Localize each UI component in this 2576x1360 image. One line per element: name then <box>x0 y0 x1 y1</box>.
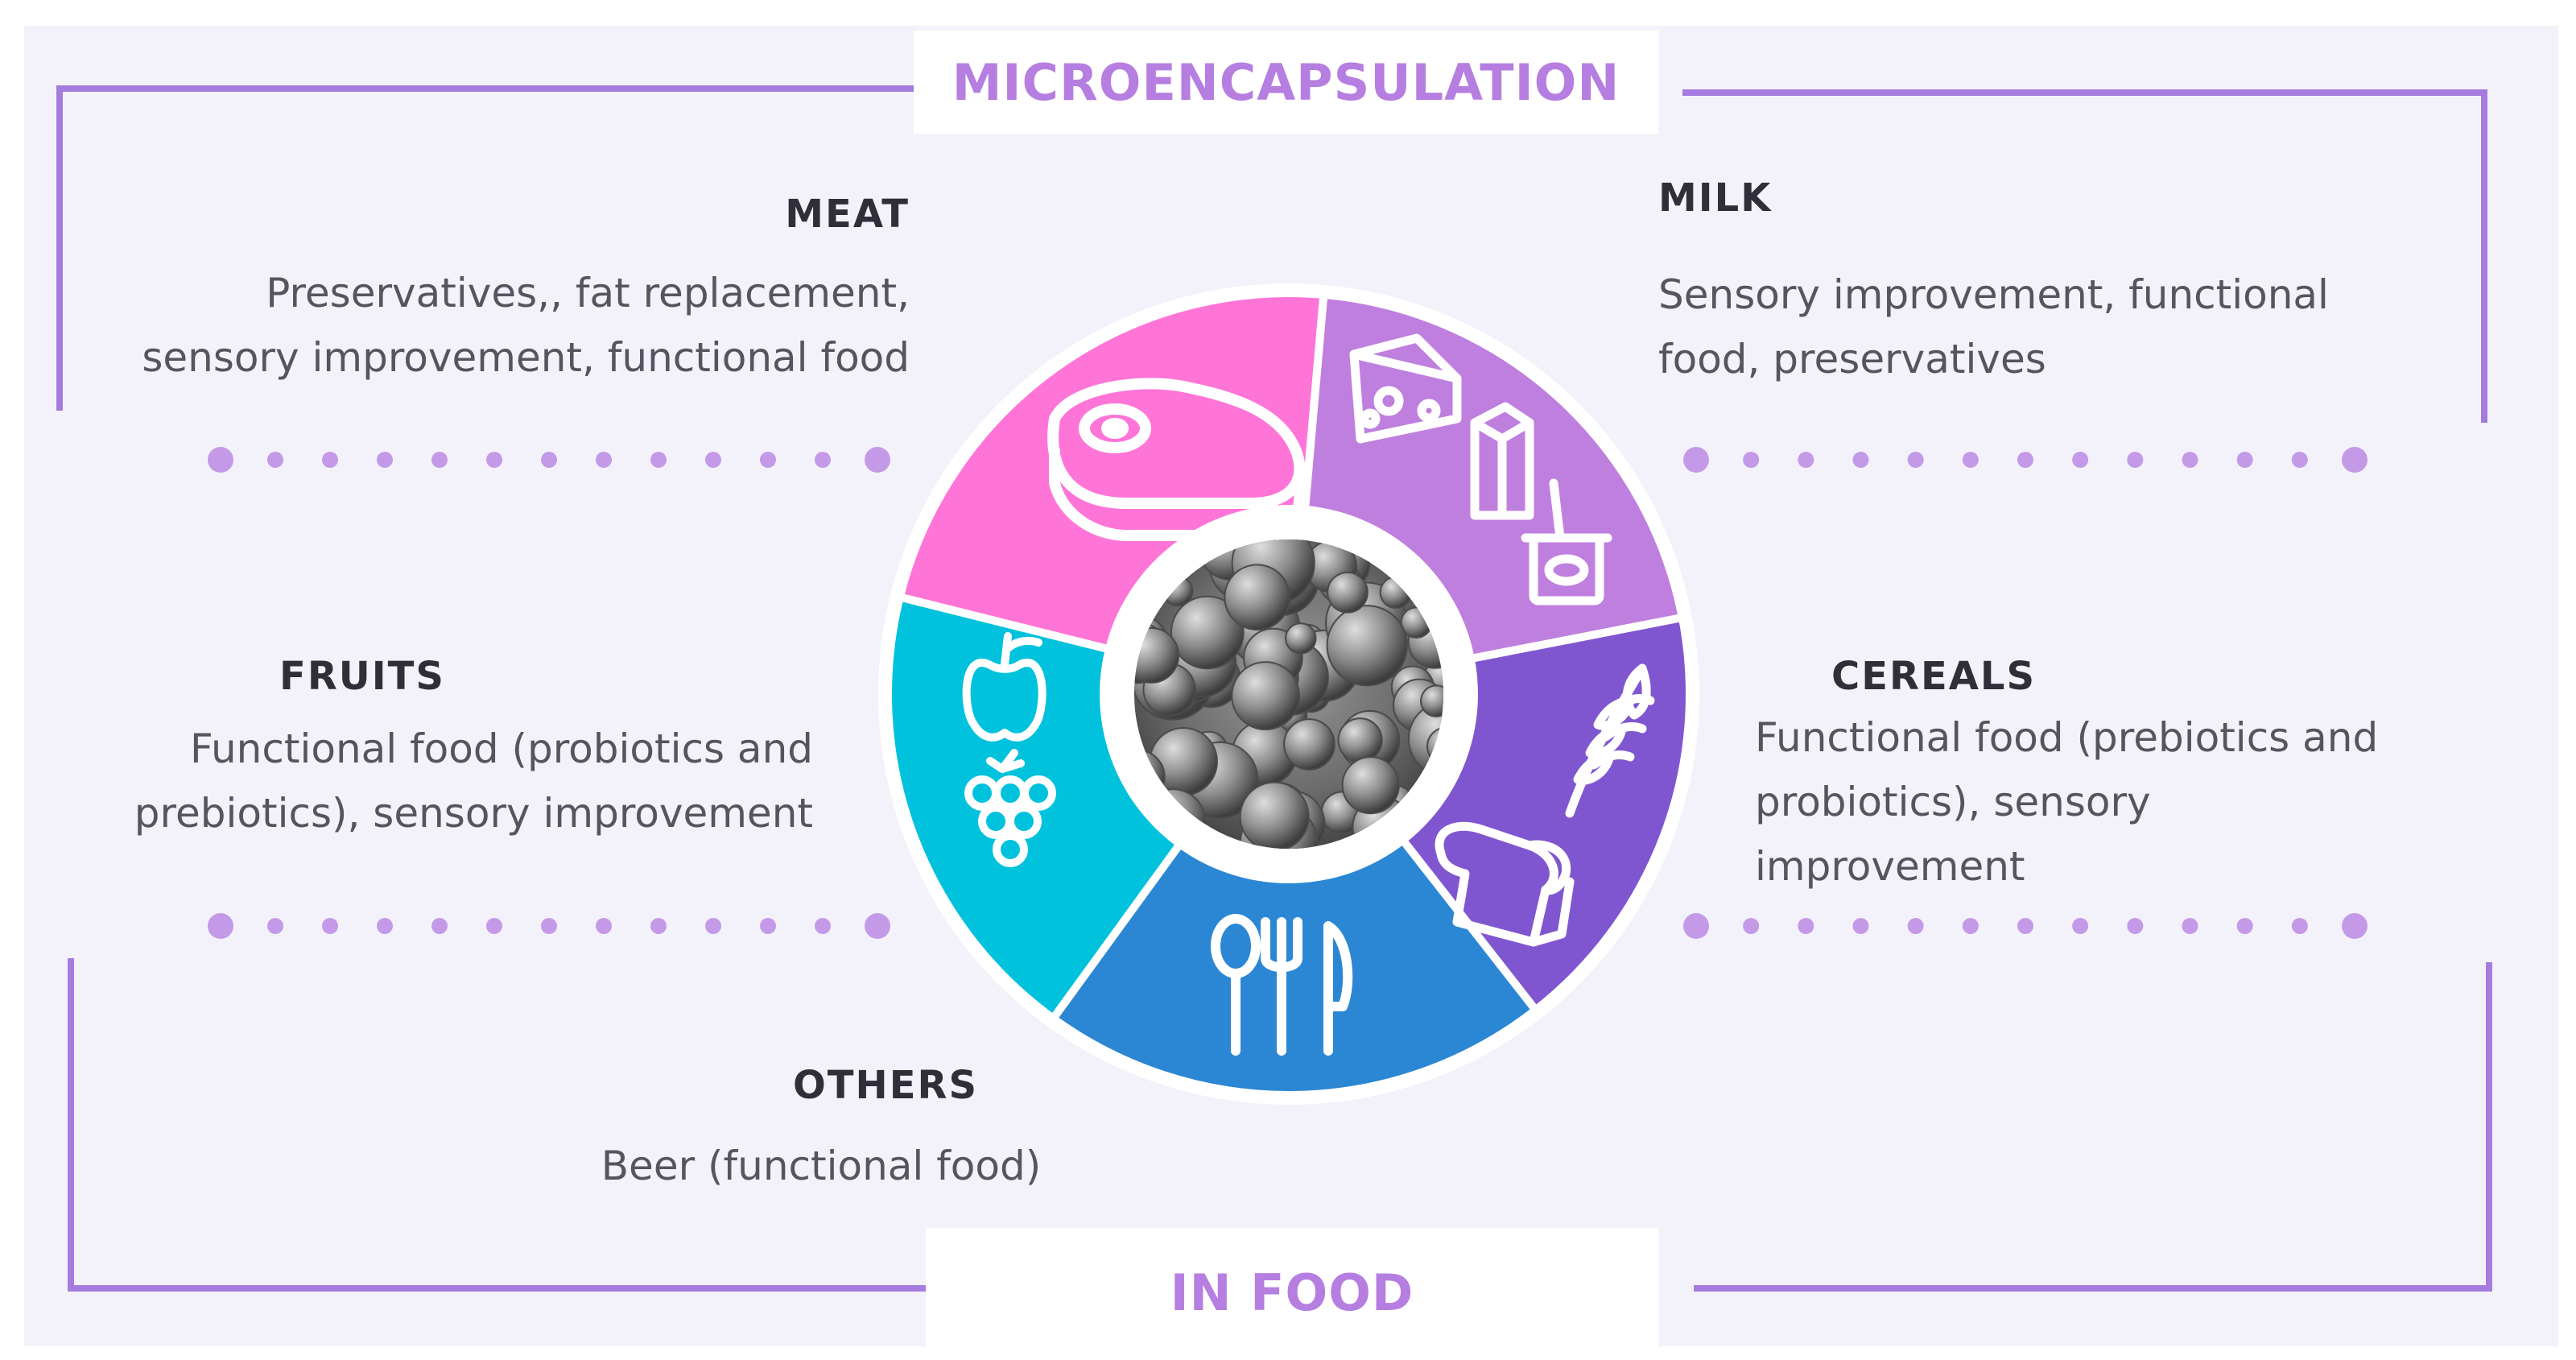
micro-capsule-bead <box>1407 701 1443 777</box>
separator-dot <box>596 452 612 468</box>
frame-top-right <box>1682 89 2487 423</box>
category-milk-name: MILK <box>1658 176 1773 221</box>
separator-dot <box>2342 447 2368 473</box>
category-milk-description: Sensory improvement, functional food, pr… <box>1658 271 2329 382</box>
frame-bottom-left <box>68 958 926 1292</box>
separator-dot <box>486 452 502 468</box>
category-others-name: OTHERS <box>792 1063 979 1108</box>
separator-dot <box>541 918 557 934</box>
frame-bottom-right <box>1694 962 2492 1292</box>
apple-grapes-icon <box>962 632 1056 867</box>
separator-dot <box>815 918 831 934</box>
separator-dot <box>2342 913 2368 939</box>
category-meat-description: Preservatives,, fat replacement, sensory… <box>142 270 910 381</box>
category-others: OTHERS Beer (functional food) <box>555 1063 1087 1198</box>
separator-dot <box>760 452 776 468</box>
separator-dot <box>2182 452 2198 468</box>
separator-dot <box>2291 918 2308 934</box>
separator-dot <box>431 452 448 468</box>
category-meat: MEAT Preservatives,, fat replacement, se… <box>97 192 910 390</box>
category-cereals-description: Functional food (prebiotics and probioti… <box>1755 714 2379 890</box>
category-others-description: Beer (functional food) <box>601 1143 1042 1189</box>
separator-dot <box>541 452 557 468</box>
separator-dot <box>1798 452 1814 468</box>
category-fruits-description: Functional food (probiotics and prebioti… <box>134 725 813 837</box>
micro-capsule-bead <box>1239 781 1310 849</box>
micro-capsule-bead <box>1327 571 1368 614</box>
separator-dot <box>2127 918 2144 934</box>
separator-dot <box>1743 918 1760 934</box>
separator-dot <box>2236 918 2253 934</box>
separator-dot <box>2017 452 2033 468</box>
separator-dot <box>865 913 890 939</box>
micro-capsule-bead <box>1231 661 1301 730</box>
separator-dot <box>2127 452 2144 468</box>
category-fruits: FRUITS Functional food (probiotics and p… <box>105 654 813 845</box>
micro-capsule-bead <box>1420 684 1443 717</box>
micro-capsule-bead <box>1283 718 1335 771</box>
separator-dot <box>267 918 283 934</box>
separator-dot <box>650 452 667 468</box>
separator-dot <box>208 913 233 939</box>
separator-dot <box>865 447 890 473</box>
cutlery-icon <box>1211 914 1353 1056</box>
separator-dot <box>1852 918 1869 934</box>
title-microencapsulation: MICROENCAPSULATION <box>914 31 1658 134</box>
separator-dot <box>431 918 448 934</box>
separator-dot <box>1683 913 1709 939</box>
cheese-milk-yogurt-icon <box>1349 333 1612 606</box>
micro-capsule-bead <box>1341 756 1400 815</box>
separator-dot <box>760 918 776 934</box>
separator-dot <box>705 918 721 934</box>
frame <box>56 85 2492 1292</box>
separator-dot <box>2236 452 2253 468</box>
separator-dot <box>2017 918 2033 934</box>
separator-dot <box>2291 452 2308 468</box>
separator-dot <box>2182 918 2198 934</box>
separator-dot <box>1852 452 1869 468</box>
separator-dot <box>267 452 283 468</box>
separator-dot <box>1907 918 1924 934</box>
category-milk: MILK Sensory improvement, functional foo… <box>1658 176 2383 391</box>
separator-dot <box>486 918 502 934</box>
separator-dot <box>322 918 338 934</box>
micro-capsule-bead <box>1326 605 1408 687</box>
dotted-separators <box>208 447 2368 939</box>
separator-dot <box>1962 918 1979 934</box>
category-meat-name: MEAT <box>785 192 910 237</box>
separator-dot <box>596 918 612 934</box>
separator-dot <box>208 447 233 473</box>
category-cereals: CEREALS Functional food (prebiotics and … <box>1755 654 2463 899</box>
separator-dot <box>1743 452 1760 468</box>
meat-steak-icon <box>1047 378 1306 541</box>
separator-dot <box>377 918 393 934</box>
separator-dot <box>1907 452 1924 468</box>
micro-capsule-bead <box>1224 564 1291 631</box>
micro-capsule-bead <box>1337 717 1383 763</box>
separator-dot <box>1798 918 1814 934</box>
title-in-food: IN FOOD <box>926 1228 1658 1357</box>
category-fruits-name: FRUITS <box>279 654 445 699</box>
separator-dot <box>2072 452 2089 468</box>
frame-top-left <box>56 85 914 411</box>
separator-dot <box>2072 918 2089 934</box>
separator-dot <box>1962 452 1979 468</box>
micro-capsule-bead <box>1285 622 1317 655</box>
wheat-bread-icon <box>1435 663 1655 947</box>
micro-capsule-bead <box>1170 595 1245 670</box>
category-cereals-name: CEREALS <box>1831 654 2037 699</box>
separator-dot <box>815 452 831 468</box>
separator-dot <box>705 452 721 468</box>
separator-dot <box>650 918 667 934</box>
separator-dot <box>377 452 393 468</box>
separator-dot <box>322 452 338 468</box>
separator-dot <box>1683 447 1709 473</box>
